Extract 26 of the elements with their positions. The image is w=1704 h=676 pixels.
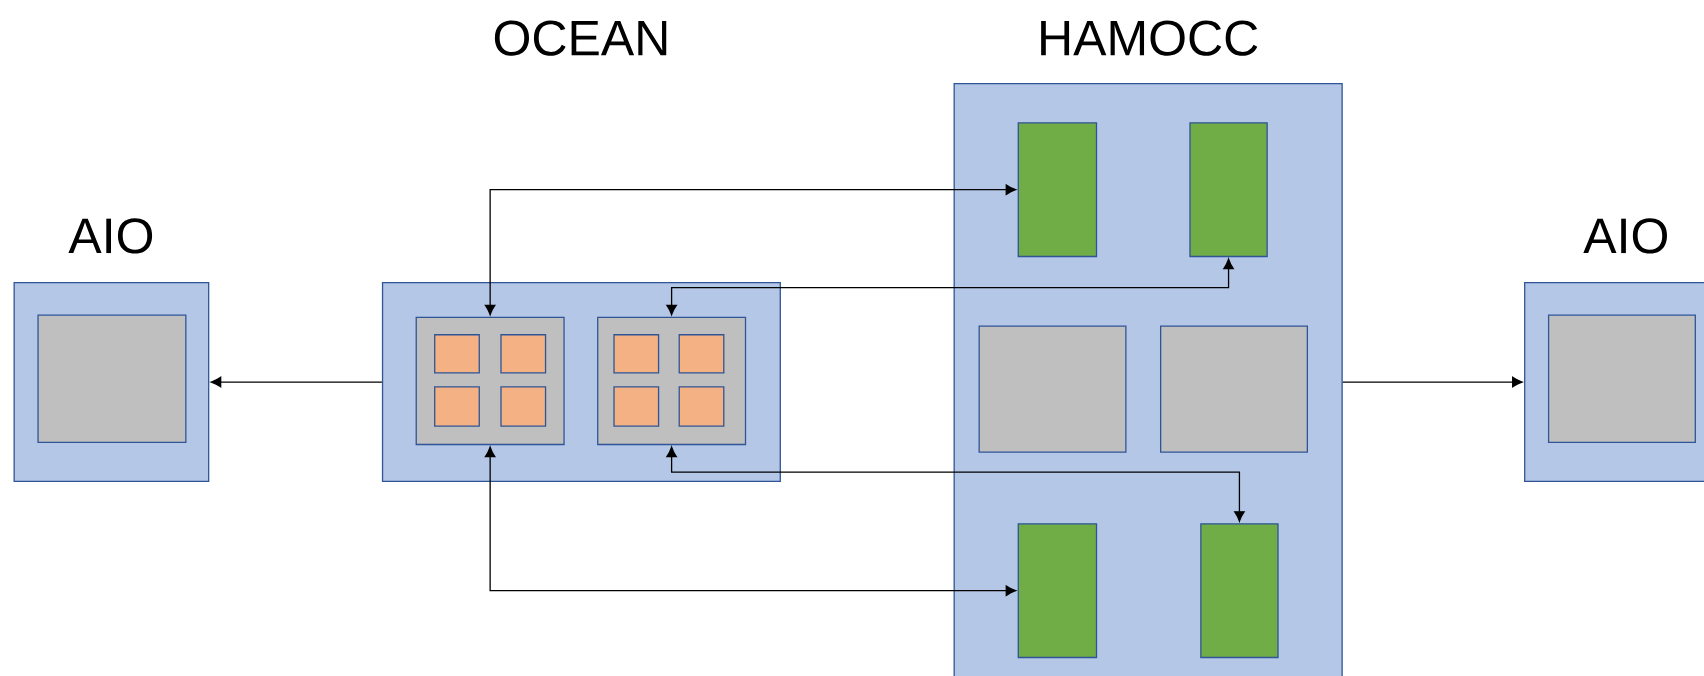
box	[1189, 122, 1268, 258]
box	[1547, 314, 1696, 443]
box	[1160, 325, 1308, 453]
arrow	[484, 446, 1017, 596]
box	[978, 325, 1127, 453]
box	[434, 386, 480, 427]
box	[1017, 122, 1098, 258]
box	[678, 386, 725, 427]
heading: AIO	[68, 218, 153, 254]
arrow	[484, 184, 1017, 316]
arrow	[666, 446, 1245, 522]
box	[434, 334, 480, 374]
arrow	[1342, 376, 1523, 388]
box	[678, 334, 725, 374]
arrow	[666, 258, 1234, 316]
box	[1017, 523, 1098, 659]
box	[500, 334, 547, 374]
box	[613, 386, 660, 427]
heading: AIO	[1583, 218, 1667, 254]
heading: OCEAN	[494, 20, 667, 56]
box	[613, 334, 660, 374]
box	[500, 386, 547, 427]
heading: HAMOCC	[1041, 20, 1258, 56]
box	[37, 314, 187, 443]
box	[1200, 523, 1279, 659]
arrow	[210, 376, 383, 388]
